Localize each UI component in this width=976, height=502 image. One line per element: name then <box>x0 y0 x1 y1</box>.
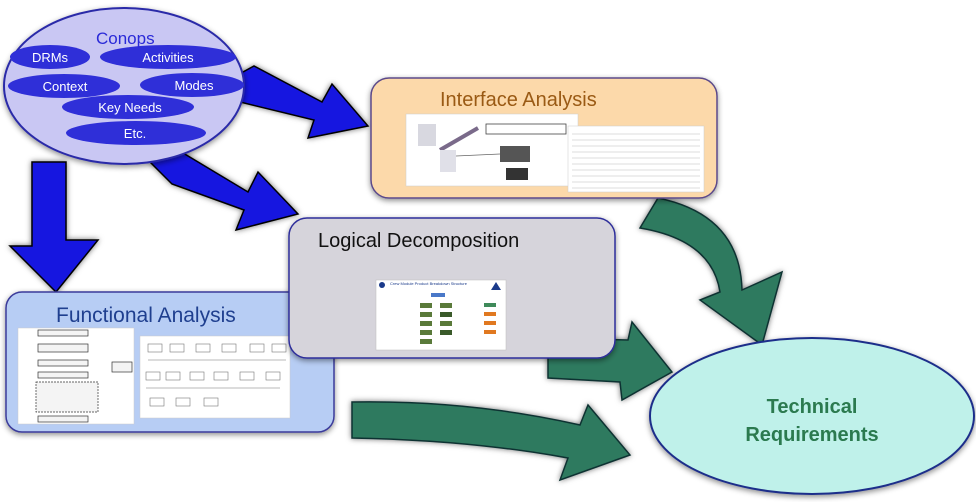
functional-analysis-title: Functional Analysis <box>56 304 236 327</box>
logical-decomposition-title: Logical Decomposition <box>318 230 520 252</box>
functional-diagram-thumbnail <box>139 335 291 419</box>
interface-analysis-group <box>370 77 718 199</box>
functional-to-requirements-arrow <box>351 401 632 482</box>
conops-item-etc: Etc. <box>123 126 147 141</box>
blue-arrows <box>8 65 370 294</box>
conops-item-activities: Activities <box>142 50 194 65</box>
breakdown-structure-boxes <box>420 303 496 344</box>
functional-analysis-group <box>5 291 335 433</box>
interface-table-thumbnail <box>567 125 705 193</box>
conops-pill-key-needs <box>62 95 194 119</box>
conops-title: Conops <box>96 29 155 48</box>
conops-pill-context <box>8 74 120 98</box>
technical-requirements-line2: Requirements <box>745 424 879 446</box>
conops-pill-modes <box>140 73 244 97</box>
interface-to-requirements-arrow <box>638 197 784 347</box>
conops-item-drms: DRMs <box>31 50 69 65</box>
flowchart-boxes <box>35 329 133 423</box>
interface-table-lines <box>572 133 700 189</box>
conops-item-key-needs: Key Needs <box>98 100 162 115</box>
breakdown-structure-thumbnail-title: Crew Module Product Breakdown Structure <box>390 281 467 286</box>
conops-to-functional-arrow <box>8 161 100 294</box>
functional-diagram-boxes <box>145 343 287 407</box>
conops-pill-etc <box>66 121 206 145</box>
technical-requirements-line1: Technical <box>766 396 858 418</box>
technical-requirements-ellipse <box>649 337 975 495</box>
logical-decomposition-group <box>288 217 616 359</box>
conops-to-logical-arrow <box>148 149 300 232</box>
conops-item-modes: Modes <box>174 78 214 93</box>
conops-group <box>3 7 245 165</box>
conops-item-context: Context <box>42 79 88 94</box>
interface-analysis-title: Interface Analysis <box>440 89 597 111</box>
conops-to-interface-arrow <box>231 65 370 139</box>
conops-pill-drms <box>10 45 90 69</box>
conops-pill-activities <box>100 45 236 69</box>
